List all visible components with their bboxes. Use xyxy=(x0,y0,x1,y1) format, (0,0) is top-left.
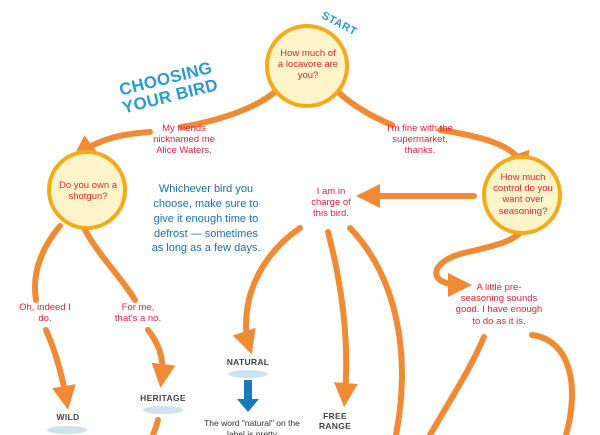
natural-arrow-head xyxy=(237,399,259,412)
natural-description: The word "natural" on the label is prett… xyxy=(204,418,300,435)
answer-alice-waters: My friends nicknamed me Alice Waters. xyxy=(153,123,215,157)
heritage-disc xyxy=(143,406,183,414)
answer-in-charge: I am in charge of this bird. xyxy=(311,186,351,220)
outcome-wild: WILD xyxy=(56,412,80,422)
answer-supermarket: I'm fine with the supermarket, thanks. xyxy=(387,123,453,157)
path-start-to-alice xyxy=(179,89,278,130)
path-control-to-preseasoning xyxy=(433,223,527,297)
node-control-circle xyxy=(482,155,562,235)
path-incharge-to-natural xyxy=(232,225,303,355)
outcome-heritage: HERITAGE xyxy=(140,393,186,403)
node-locavore-text: How much of a locavore are you? xyxy=(277,48,339,82)
node-shotgun-circle xyxy=(47,150,127,230)
answer-pre-seasoning: A little pre-seasoning sounds good. I ha… xyxy=(455,282,543,327)
path-start-to-supermarket xyxy=(335,89,395,128)
wild-disc xyxy=(47,426,87,434)
answer-no: For me, that's a no. xyxy=(114,302,162,325)
node-shotgun-text: Do you own a shotgun? xyxy=(58,180,118,203)
node-control-text: How much control do you want over season… xyxy=(493,172,553,217)
path-indeed-to-wild xyxy=(43,327,76,410)
path-no-to-heritage xyxy=(145,327,176,388)
path-shotgun-to-no xyxy=(81,225,138,303)
outcome-free-range: FREE RANGE xyxy=(318,411,352,432)
node-locavore-circle xyxy=(265,24,349,108)
path-preseasoning-to-offscreen-left xyxy=(427,334,487,435)
path-shotgun-to-indeed xyxy=(32,223,63,303)
path-incharge-to-freerange xyxy=(325,229,358,407)
answer-indeed: Oh, indeed I do. xyxy=(19,302,71,325)
path-preseasoning-to-offscreen-right xyxy=(529,332,575,435)
defrost-note: Whichever bird you choose, make sure to … xyxy=(151,183,261,255)
outcome-natural: NATURAL xyxy=(226,357,270,367)
natural-arrow-shaft xyxy=(244,380,252,400)
path-incharge-to-offscreen xyxy=(347,225,405,435)
path-alice-to-shotgun xyxy=(72,129,153,160)
natural-disc xyxy=(228,370,268,378)
path-heritage-offscreen xyxy=(150,417,161,435)
